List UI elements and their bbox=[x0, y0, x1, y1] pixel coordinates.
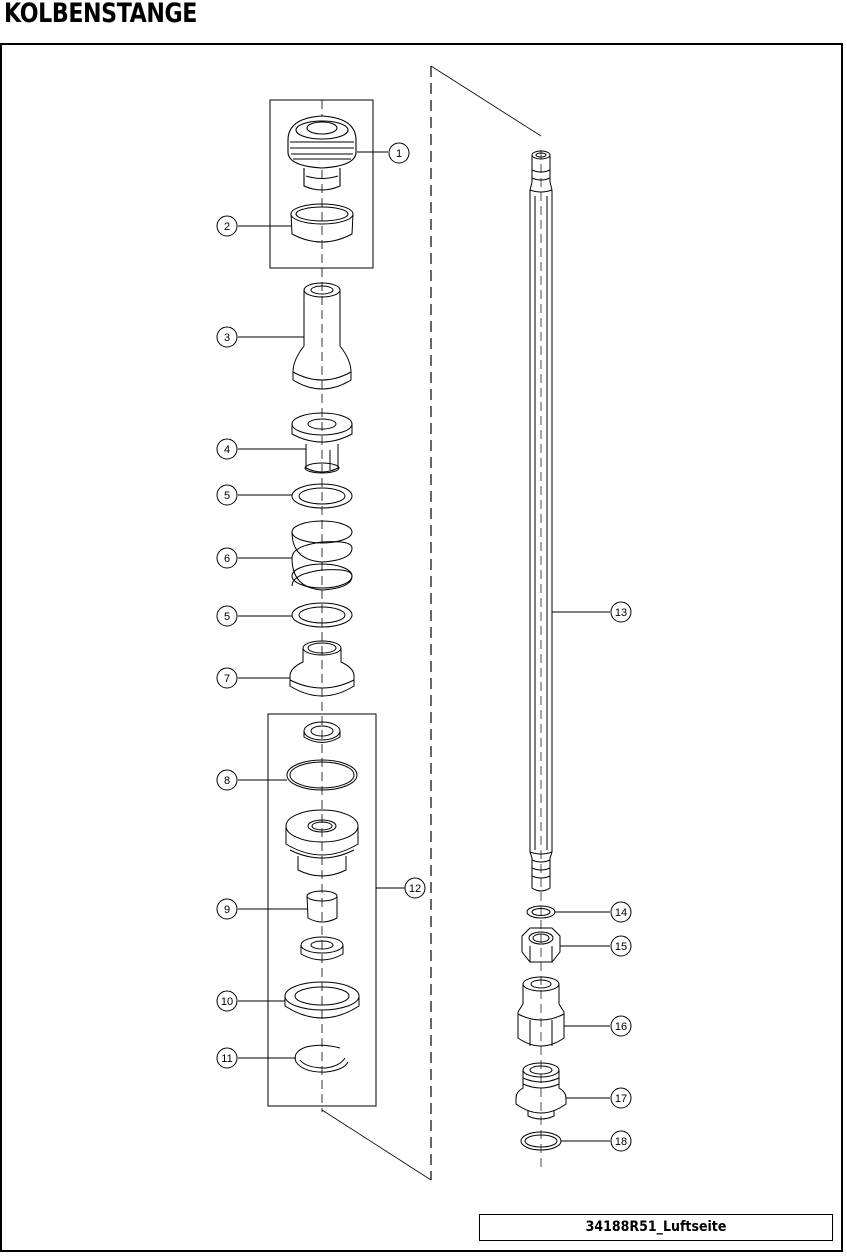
leader-lines bbox=[238, 151, 610, 1142]
callout-9: 9 bbox=[216, 898, 238, 920]
callout-8: 8 bbox=[216, 769, 238, 791]
part-4-flange-sleeve bbox=[291, 412, 353, 474]
callout-circle bbox=[216, 605, 238, 627]
callout-number: 18 bbox=[615, 1136, 627, 1148]
callout-14: 14 bbox=[610, 901, 632, 923]
part-5-seal-upper bbox=[291, 483, 353, 509]
callout-circle bbox=[216, 326, 238, 348]
part-12-piston bbox=[285, 809, 359, 877]
part-13-piston-rod bbox=[529, 150, 553, 892]
callout-circle bbox=[216, 990, 238, 1012]
part-3-tube bbox=[292, 282, 352, 390]
callout-circle bbox=[216, 667, 238, 689]
callout-5b: 5 bbox=[216, 605, 238, 627]
callout-7: 7 bbox=[216, 667, 238, 689]
callout-circle bbox=[216, 484, 238, 506]
callout-17: 17 bbox=[610, 1087, 632, 1109]
part-12-small-seal bbox=[303, 721, 341, 743]
callout-number: 9 bbox=[224, 904, 230, 916]
callout-number: 6 bbox=[224, 553, 230, 565]
callout-circle bbox=[216, 215, 238, 237]
group-box-top bbox=[269, 99, 374, 269]
callout-number: 13 bbox=[615, 607, 627, 619]
part-18-o-ring bbox=[520, 1131, 562, 1151]
callout-circle bbox=[610, 1087, 632, 1109]
callout-15: 15 bbox=[610, 935, 632, 957]
callout-circle bbox=[610, 601, 632, 623]
callout-number: 16 bbox=[615, 1021, 627, 1033]
connector-line-top bbox=[430, 65, 542, 137]
callout-number: 15 bbox=[615, 941, 627, 953]
callout-number: 3 bbox=[224, 332, 230, 344]
part-15-nut bbox=[521, 927, 561, 963]
group-box-12 bbox=[267, 713, 377, 1107]
callout-number: 12 bbox=[409, 883, 421, 895]
part-16-sleeve-nut bbox=[517, 976, 565, 1047]
callout-12: 12 bbox=[404, 877, 426, 899]
callout-circle bbox=[610, 1015, 632, 1037]
callout-circle bbox=[388, 142, 410, 164]
callout-circle bbox=[216, 769, 238, 791]
callout-circle bbox=[216, 1047, 238, 1069]
part-9-bushing bbox=[306, 890, 338, 923]
callout-number: 14 bbox=[615, 907, 627, 919]
part-8-o-ring bbox=[286, 759, 358, 791]
part-1-valve-head bbox=[287, 115, 357, 191]
callout-number: 4 bbox=[224, 444, 230, 456]
callout-circle bbox=[216, 547, 238, 569]
part-17-fitting bbox=[515, 1062, 567, 1120]
callout-13: 13 bbox=[610, 601, 632, 623]
callout-circle bbox=[404, 877, 426, 899]
part-11-snap-ring bbox=[294, 1044, 349, 1073]
callout-6: 6 bbox=[216, 547, 238, 569]
callout-1: 1 bbox=[388, 142, 410, 164]
callout-2: 2 bbox=[216, 215, 238, 237]
callout-4: 4 bbox=[216, 438, 238, 460]
callout-circle bbox=[216, 438, 238, 460]
part-12-guide bbox=[300, 936, 344, 961]
connector-line-bottom bbox=[321, 1109, 432, 1181]
callout-5a: 5 bbox=[216, 484, 238, 506]
part-10-cap bbox=[284, 981, 360, 1019]
callout-number: 10 bbox=[221, 996, 233, 1008]
callout-circle bbox=[610, 1130, 632, 1152]
callout-number: 5 bbox=[224, 611, 230, 623]
callout-number: 1 bbox=[396, 148, 402, 160]
page-title: KOLBENSTANGE bbox=[4, 0, 197, 29]
part-5-seal-lower bbox=[291, 602, 353, 628]
callout-number: 11 bbox=[221, 1053, 232, 1065]
callout-number: 2 bbox=[224, 221, 230, 233]
callout-number: 8 bbox=[224, 775, 230, 787]
callout-circle bbox=[610, 935, 632, 957]
callout-number: 17 bbox=[615, 1093, 627, 1105]
drawing-frame bbox=[0, 43, 843, 1252]
callout-16: 16 bbox=[610, 1015, 632, 1037]
part-7-bushing bbox=[289, 640, 355, 697]
callout-18: 18 bbox=[610, 1130, 632, 1152]
callout-3: 3 bbox=[216, 326, 238, 348]
part-6-spring bbox=[291, 520, 353, 591]
callout-number: 7 bbox=[224, 673, 230, 685]
part-code-label: 34188R51_Luftseite bbox=[479, 1214, 833, 1241]
callout-11: 11 bbox=[216, 1047, 238, 1069]
callout-circle bbox=[610, 901, 632, 923]
part-2-ring bbox=[290, 203, 354, 243]
callout-circle bbox=[216, 898, 238, 920]
callout-10: 10 bbox=[216, 990, 238, 1012]
callout-number: 5 bbox=[224, 490, 230, 502]
